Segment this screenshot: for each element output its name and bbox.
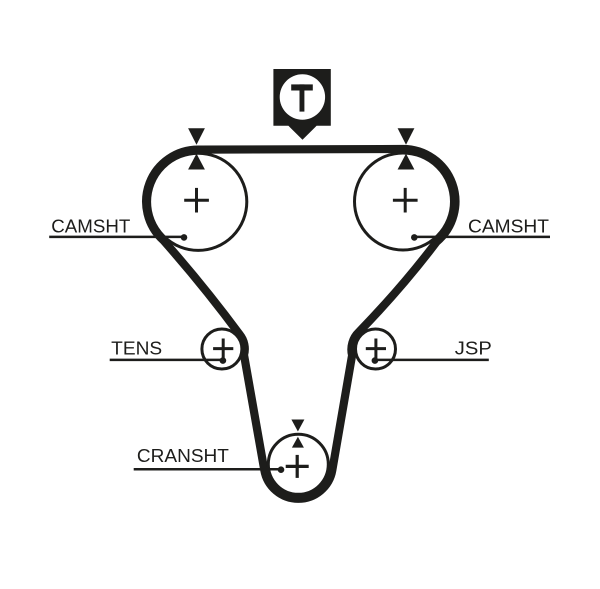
svg-text:CRANSHT: CRANSHT — [137, 445, 229, 466]
svg-text:CAMSHT: CAMSHT — [468, 216, 549, 237]
svg-text:TENS: TENS — [111, 338, 162, 359]
svg-text:JSP: JSP — [455, 338, 492, 359]
svg-text:CAMSHT: CAMSHT — [51, 216, 130, 237]
